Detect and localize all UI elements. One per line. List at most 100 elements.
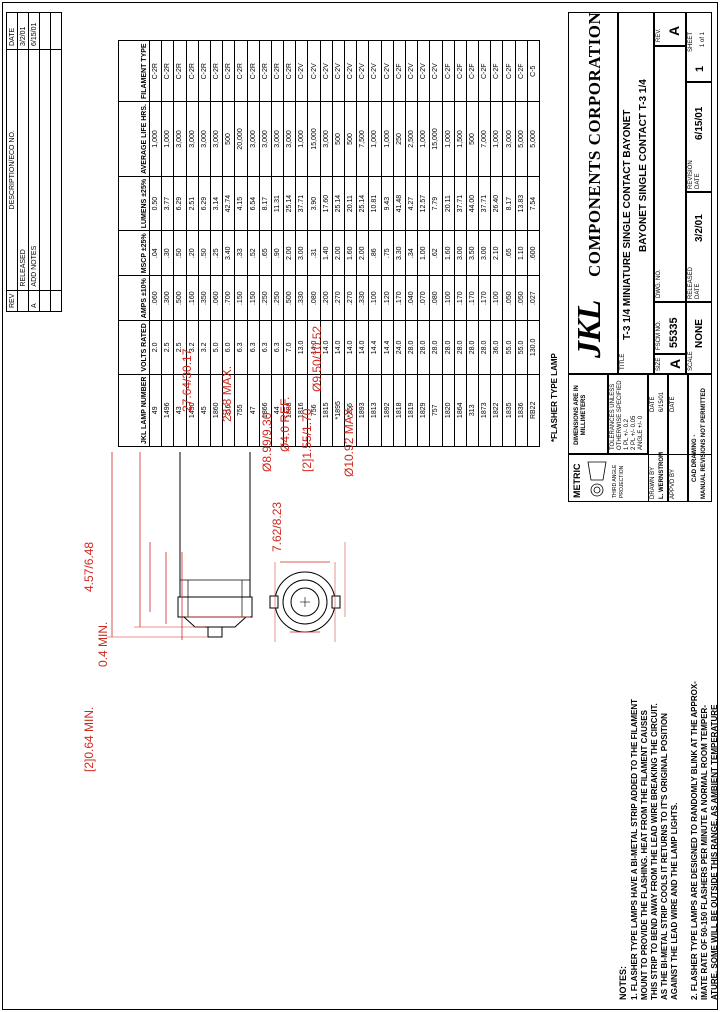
flasher-footnote: *FLASHER TYPE LAMP <box>550 353 559 442</box>
spec-cell: 7.79 <box>429 176 442 231</box>
spec-cell: C-2R <box>161 40 174 102</box>
spec-cell: 1,000 <box>490 101 503 177</box>
note-line: IMATE RATE OF 50-150 FLASHERS PER MINUTE… <box>700 705 709 1000</box>
dwg-no-cell <box>654 46 686 302</box>
dimension-lines <box>106 452 346 642</box>
sheet-of: 1 of 1 <box>700 31 706 47</box>
spec-cell: 2.5 <box>161 320 174 375</box>
title-label: TITLE <box>620 353 626 370</box>
rev-date-cell: 3/2/01 <box>17 12 29 50</box>
spec-cell: C-2F <box>393 40 406 102</box>
spec-cell: .170 <box>478 275 491 321</box>
rev-desc-cell <box>50 49 62 291</box>
spec-cell: 6.54 <box>247 176 260 231</box>
rev-cell: A <box>28 290 40 312</box>
dim-762-823: 7.62/8.23 <box>270 501 284 552</box>
spec-cell: .90 <box>271 230 284 276</box>
rev-cell <box>39 290 51 312</box>
spec-cell: 55.0 <box>502 320 516 375</box>
spec-cell: 500 <box>466 101 479 177</box>
spec-cell: 20.11 <box>344 176 357 231</box>
spec-cell: C-2R <box>186 40 199 102</box>
spec-cell: 1,000 <box>417 101 430 177</box>
released-label: RELEASED DATE <box>688 266 701 299</box>
spec-cell: 3.40 <box>222 230 235 276</box>
spec-cell: 1.60 <box>442 230 455 276</box>
spec-column-header: AMPS ±10% <box>118 275 150 321</box>
note-line: AS THE BI-METAL STRIP COOLS IT RETURNS T… <box>660 713 669 1000</box>
spec-cell: 1893 <box>356 374 369 447</box>
spec-cell: .75 <box>381 230 394 276</box>
size-value: A <box>667 358 683 369</box>
spec-cell: 500 <box>344 101 357 177</box>
drawn-by-name: L. WERNSTROM <box>659 452 665 499</box>
revision-date-value: 6/15/01 <box>694 106 705 140</box>
spec-cell: 755 <box>234 374 247 447</box>
rev-header: REV <box>6 290 18 312</box>
spec-cell: 26.40 <box>490 176 503 231</box>
note-line: 2. FLASHER TYPE LAMPS ARE DESIGNED TO RA… <box>690 681 699 1000</box>
spec-cell: 13.0 <box>295 320 308 375</box>
spec-cell: 1,000 <box>442 101 455 177</box>
spec-cell: 1.00 <box>417 230 430 276</box>
spec-cell: 1,000 <box>161 101 174 177</box>
scale-label: SCALE <box>688 351 694 371</box>
spec-cell: 49 <box>149 374 162 447</box>
sheet-label: SHEET <box>688 31 694 52</box>
fscm-value: 55335 <box>668 317 680 348</box>
spec-cell: .330 <box>295 275 308 321</box>
spec-cell: .52 <box>247 230 260 276</box>
rev-cell <box>50 290 62 312</box>
dims-note: DIMENSIONS ARE IN MILLIMETERS <box>574 385 587 445</box>
spec-cell: 3,000 <box>259 101 272 177</box>
spec-cell: .100 <box>490 275 503 321</box>
spec-cell: 1.60 <box>344 230 357 276</box>
rev-desc-cell: RELEASED <box>17 49 29 291</box>
title-line-1: T-3 1/4 MINIATURE SINGLE CONTACT BAYONET <box>622 109 633 340</box>
spec-cell: 12.57 <box>417 176 430 231</box>
dim-1092-max: Ø10.92 MAX. <box>342 404 356 477</box>
spec-cell: 4.15 <box>234 176 247 231</box>
spec-cell: C-2V <box>405 40 418 102</box>
spec-cell: 28.0 <box>442 320 455 375</box>
tolerance-line: 2 PL +/- 0.05 <box>631 415 637 450</box>
spec-cell: 10.81 <box>368 176 382 231</box>
spec-cell: 2.00 <box>283 230 296 276</box>
spec-cell: 55.0 <box>515 320 528 375</box>
company-logo: JKL <box>571 300 608 358</box>
spec-cell: 500 <box>332 101 345 177</box>
spec-cell: 1822 <box>490 374 503 447</box>
spec-cell: 41.48 <box>393 176 406 231</box>
spec-cell: .350 <box>198 275 211 321</box>
spec-cell: .50 <box>173 230 187 276</box>
dim-04-min: 0.4 MIN. <box>96 621 110 667</box>
spec-cell: .120 <box>381 275 394 321</box>
spec-cell: 45 <box>198 374 211 447</box>
spec-cell: 28.0 <box>417 320 430 375</box>
spec-cell: 1,000 <box>381 101 394 177</box>
spec-cell: 14.0 <box>332 320 345 375</box>
spec-cell: 3.50 <box>466 230 479 276</box>
spec-cell: 3.14 <box>210 176 223 231</box>
spec-cell: 3.77 <box>161 176 174 231</box>
spec-cell: 1835 <box>502 374 516 447</box>
drawn-date-label: DATE <box>650 396 656 412</box>
cad-note: CAD DRAWING - <box>692 434 698 482</box>
rev-date-header: DATE <box>6 12 18 50</box>
spec-cell: 6.3 <box>234 320 247 375</box>
solder-tip <box>207 627 223 638</box>
spec-cell: .270 <box>332 275 345 321</box>
spec-cell: .62 <box>429 230 442 276</box>
spec-cell: 1,000 <box>295 101 308 177</box>
spec-cell: C-2V <box>344 40 357 102</box>
spec-cell: 7.0 <box>283 320 296 375</box>
